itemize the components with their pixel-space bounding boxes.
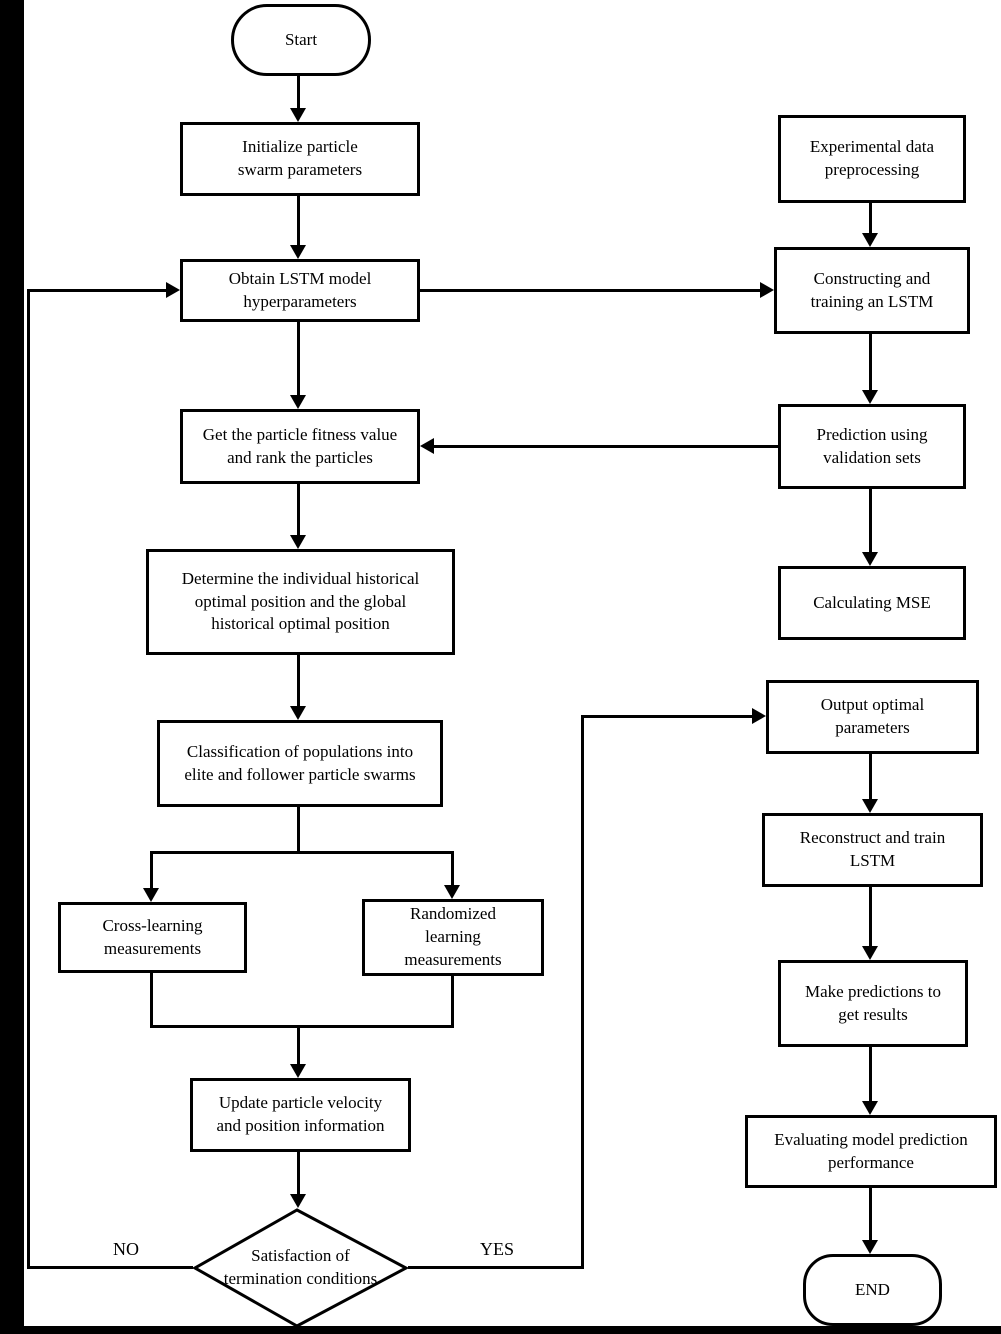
edge-predict-mse-arrowhead <box>862 552 878 566</box>
node-reconstruct-train-lstm: Reconstruct and train LSTM <box>762 813 983 887</box>
edge-merge-update-line <box>297 1028 300 1066</box>
edge-reconstruct-makepred-arrowhead <box>862 946 878 960</box>
edge-label-yes: YES <box>479 1239 514 1259</box>
node-end: END <box>803 1254 942 1326</box>
edge-output-reconstruct-arrowhead <box>862 799 878 813</box>
edge-start-init-line <box>297 76 300 110</box>
node-calculating-mse: Calculating MSE <box>778 566 966 640</box>
edge-no-vertical-line <box>27 289 30 1269</box>
edge-yes-top-line <box>581 715 752 718</box>
edge-predict-fitness-line <box>434 445 778 448</box>
edge-update-decision-arrowhead <box>290 1194 306 1208</box>
edge-expdata-construct-line <box>869 203 872 235</box>
node-start: Start <box>231 4 371 76</box>
edge-no-top-line <box>27 289 166 292</box>
edge-fitness-determine-arrowhead <box>290 535 306 549</box>
node-initialize-swarm-parameters: Initialize particle swarm parameters <box>180 122 420 196</box>
edge-reconstruct-makepred-line <box>869 887 872 948</box>
left-border-bar <box>0 0 24 1334</box>
edge-split-random-arrowhead <box>444 885 460 899</box>
edge-makepred-evaluate-line <box>869 1047 872 1103</box>
edge-construct-predict-line <box>869 334 872 392</box>
edge-merge-update-arrowhead <box>290 1064 306 1078</box>
edge-yes-bottom-line <box>408 1266 584 1269</box>
node-obtain-lstm-hyperparameters: Obtain LSTM model hyperparameters <box>180 259 420 322</box>
node-classification-populations: Classification of populations into elite… <box>157 720 443 807</box>
node-randomized-learning-measurements: Randomized learning measurements <box>362 899 544 976</box>
edge-init-obtain-line <box>297 196 300 247</box>
edge-classification-split-stem <box>297 807 300 854</box>
node-determine-optimal-positions: Determine the individual historical opti… <box>146 549 455 655</box>
edge-update-decision-line <box>297 1152 300 1196</box>
node-get-particle-fitness: Get the particle fitness value and rank … <box>180 409 420 484</box>
edge-obtain-fitness-line <box>297 322 300 397</box>
bottom-border-bar <box>0 1326 1001 1334</box>
edge-obtain-construct-arrowhead <box>760 282 774 298</box>
edge-start-init-arrowhead <box>290 108 306 122</box>
edge-split-cross-arrowhead <box>143 888 159 902</box>
edge-determine-classification-line <box>297 655 300 708</box>
edge-obtain-construct-line <box>420 289 760 292</box>
edge-init-obtain-arrowhead <box>290 245 306 259</box>
edge-random-merge-line <box>451 976 454 1028</box>
node-output-optimal-parameters: Output optimal parameters <box>766 680 979 754</box>
edge-label-no: NO <box>113 1239 139 1259</box>
edge-cross-merge-line <box>150 973 153 1028</box>
node-make-predictions: Make predictions to get results <box>778 960 968 1047</box>
edge-output-reconstruct-line <box>869 754 872 801</box>
edge-yes-arrowhead <box>752 708 766 724</box>
edge-construct-predict-arrowhead <box>862 390 878 404</box>
node-evaluating-performance: Evaluating model prediction performance <box>745 1115 997 1188</box>
edge-yes-vertical-line <box>581 715 584 1269</box>
edge-expdata-construct-arrowhead <box>862 233 878 247</box>
edge-merge-horizontal <box>150 1025 454 1028</box>
edge-evaluate-end-line <box>869 1188 872 1242</box>
node-prediction-validation-sets: Prediction using validation sets <box>778 404 966 489</box>
edge-split-random-line <box>451 851 454 887</box>
edge-split-cross-line <box>150 851 153 890</box>
edge-determine-classification-arrowhead <box>290 706 306 720</box>
edge-obtain-fitness-arrowhead <box>290 395 306 409</box>
edge-evaluate-end-arrowhead <box>862 1240 878 1254</box>
node-constructing-training-lstm: Constructing and training an LSTM <box>774 247 970 334</box>
edge-makepred-evaluate-arrowhead <box>862 1101 878 1115</box>
edge-predict-mse-line <box>869 489 872 555</box>
edge-split-horizontal <box>150 851 454 854</box>
edge-fitness-determine-line <box>297 484 300 537</box>
node-experimental-data-preprocessing: Experimental data preprocessing <box>778 115 966 203</box>
edge-no-bottom-line <box>27 1266 193 1269</box>
node-termination-decision-label: Satisfaction of termination conditions <box>223 1246 378 1288</box>
edge-no-arrowhead <box>166 282 180 298</box>
edge-predict-fitness-arrowhead <box>420 438 434 454</box>
node-update-particle-velocity: Update particle velocity and position in… <box>190 1078 411 1152</box>
node-cross-learning-measurements: Cross-learning measurements <box>58 902 247 973</box>
node-termination-decision: Satisfaction of termination conditions <box>193 1208 408 1328</box>
